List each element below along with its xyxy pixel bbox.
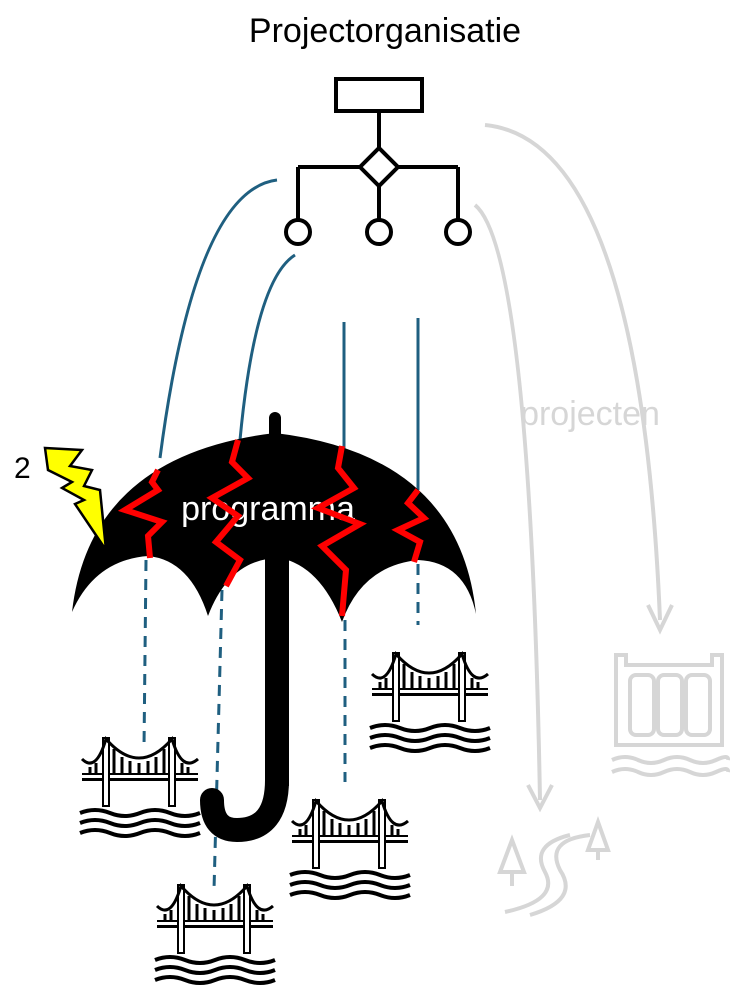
- bridge-icon: [288, 797, 412, 900]
- projects-label: projecten: [520, 395, 660, 433]
- faded-project-arrows: [473, 123, 674, 813]
- forest-road-icon: [497, 816, 611, 917]
- project-dashed-links: [142, 545, 420, 891]
- bridge-icon: [78, 735, 202, 838]
- org-chart-icon: [284, 77, 472, 246]
- dam-icon: [611, 653, 730, 777]
- warning-number: 2: [14, 452, 31, 485]
- lightning-bolt-icon: [43, 446, 108, 551]
- bridge-icon: [153, 882, 277, 985]
- red-lightning-cracks: [117, 439, 430, 617]
- bridge-icon: [368, 650, 492, 753]
- page-title: Projectorganisatie: [249, 12, 521, 50]
- organisation-links: [158, 178, 420, 490]
- umbrella-icon: [72, 412, 476, 843]
